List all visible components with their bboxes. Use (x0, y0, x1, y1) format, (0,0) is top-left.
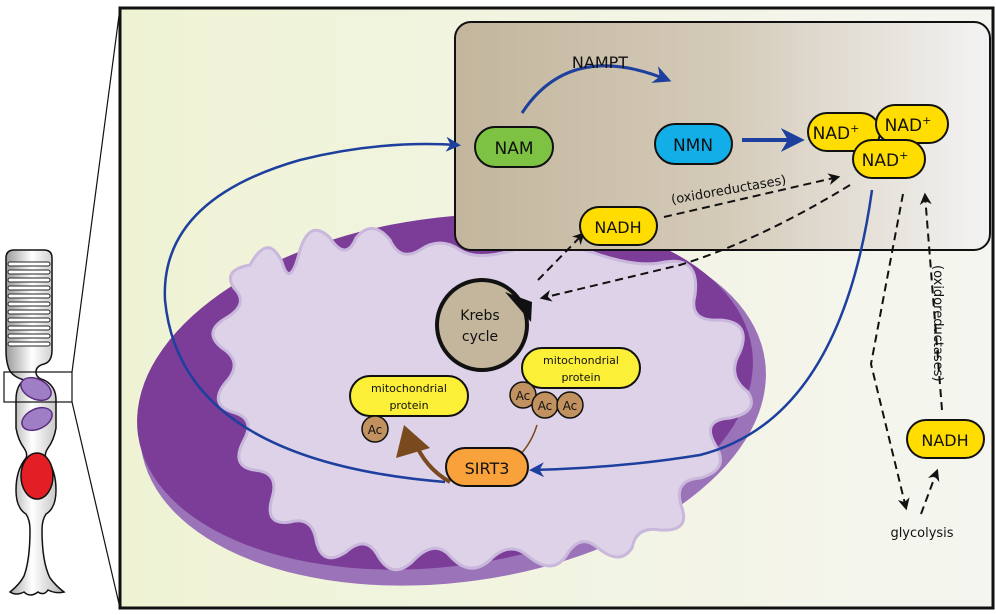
krebs-cycle: Krebs cycle (435, 278, 532, 372)
krebs-label-line1: Krebs (460, 308, 499, 324)
acetyl-group-1: Ac (509, 381, 537, 409)
ac-label-1: Ac (516, 389, 531, 403)
zoom-region-box (3, 371, 73, 403)
deacetylation-arrowhead (396, 425, 430, 458)
nad-plus-label-1: NAD (813, 124, 850, 144)
mito-protein-right: mitochondrial protein (521, 347, 641, 389)
zoom-line-top (71, 7, 121, 373)
outer-segment-discs (7, 261, 51, 347)
krebs-nadh-dashed-arrow (537, 232, 585, 281)
photoreceptor-cell (3, 7, 121, 609)
acetyl-group-2: Ac (531, 391, 559, 419)
cell-nucleus (20, 452, 54, 500)
nad-plus-label-3: NAD (862, 151, 899, 171)
glycolysis-label: glycolysis (890, 526, 953, 541)
mito-protein-right-line2: protein (561, 371, 600, 384)
nadh-node-right: NADH (906, 419, 985, 459)
krebs-label-line2: cycle (462, 329, 498, 345)
mito-protein-right-line1: mitochondrial (543, 354, 619, 367)
nad-to-sirt3-arrow (529, 189, 874, 478)
nampt-label: NAMPT (572, 53, 628, 72)
nad-plus-node-2: NAD+ (875, 104, 949, 144)
oxidoreductases-right-label: (oxidoreductases) (930, 265, 945, 382)
mito-protein-left-line1: mitochondrial (371, 382, 447, 395)
plus-superscript-1: + (850, 122, 859, 135)
ac-label-removed: Ac (368, 423, 383, 437)
sirt3-label: SIRT3 (465, 459, 510, 478)
sirt3-node: SIRT3 (445, 447, 529, 487)
nad-plus-node-3: NAD+ (852, 139, 926, 179)
nad-to-glycolysis-dashed-arrow (869, 193, 910, 511)
zoom-line-bottom (71, 401, 121, 609)
glycolysis-to-nadh-dashed-arrow (920, 468, 940, 515)
nadh-right-label: NADH (921, 431, 968, 450)
nam-label: NAM (494, 139, 533, 159)
nampt-arrow (520, 64, 672, 114)
mitochondrion-cristae (211, 227, 753, 572)
mito-protein-left-line2: protein (389, 399, 428, 412)
nad-plus-cluster: NAD+ NAD+ NAD+ (807, 104, 949, 179)
dashed-arrows (537, 173, 943, 515)
krebs-cycle-arrowhead (505, 292, 532, 322)
cell-mitochondrion-1 (20, 376, 52, 402)
svg-text:NAD+: NAD+ (885, 114, 932, 136)
svg-text:NAD+: NAD+ (813, 122, 860, 144)
nadh-to-nad-dashed-arrow (663, 173, 841, 218)
sirt3-to-nam-arrow (163, 136, 461, 484)
plus-superscript-3: + (899, 149, 908, 162)
acetyl-group-3: Ac (556, 391, 584, 419)
nad-to-krebs-dashed-arrow (539, 184, 851, 302)
ac-label-3: Ac (563, 399, 578, 413)
ac-label-2: Ac (538, 399, 553, 413)
nad-plus-label-2: NAD (885, 116, 922, 136)
acetyl-group-removed: Ac (361, 415, 389, 443)
nam-node: NAM (474, 126, 554, 168)
cell-mitochondrion-2 (21, 406, 53, 432)
plus-superscript-2: + (922, 114, 931, 127)
mito-protein-left: mitochondrial protein (349, 375, 469, 417)
nadh-to-nad-right-dashed-arrow (919, 192, 943, 411)
nmn-node: NMN (654, 123, 733, 165)
nadh-node-top: NADH (579, 206, 658, 246)
nadh-top-label: NADH (594, 218, 641, 237)
nmn-label: NMN (673, 136, 713, 156)
krebs-cycle-circle (435, 278, 529, 372)
svg-text:NAD+: NAD+ (862, 149, 909, 171)
